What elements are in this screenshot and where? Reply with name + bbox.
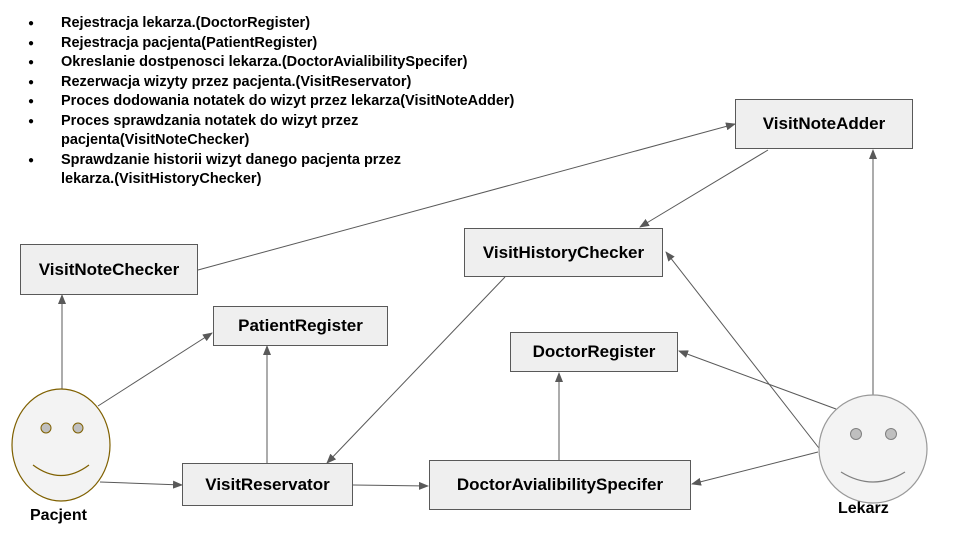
- bullet-item: Rejestracja lekarza.(DoctorRegister): [28, 14, 588, 34]
- bullet-item: Okreslanie dostpenosci lekarza.(DoctorAv…: [28, 53, 588, 73]
- arrow-visitreservator-to-availabilityspecifer: [352, 481, 429, 490]
- visit-history-checker-box: VisitHistoryChecker: [464, 228, 663, 277]
- doctor-smiley-icon: [818, 394, 928, 504]
- patient-register-box: PatientRegister: [213, 306, 388, 346]
- bullet-item: Proces sprawdzania notatek do wizyt prze…: [28, 112, 421, 151]
- bullet-list: Rejestracja lekarza.(DoctorRegister) Rej…: [28, 14, 588, 190]
- doctor-actor-label: Lekarz: [838, 500, 889, 517]
- doctor-register-box: DoctorRegister: [510, 332, 678, 372]
- arrow-patient-to-patientregister: [97, 332, 213, 407]
- visit-note-adder-box: VisitNoteAdder: [735, 99, 913, 149]
- bullet-item: Proces dodowania notatek do wizyt przez …: [28, 92, 588, 112]
- bullet-item: Rejestracja pacjenta(PatientRegister): [28, 34, 588, 54]
- bullet-item: Sprawdzanie historii wizyt danego pacjen…: [28, 151, 421, 190]
- arrow-historychecker-to-visitreservator: [326, 276, 506, 464]
- arrow-doctor-to-doctorregister: [678, 350, 837, 410]
- arrow-patient-to-visitreservator: [99, 480, 183, 489]
- doctor-availability-specifer-box: DoctorAvialibilitySpecifer: [429, 460, 691, 510]
- patient-smiley-icon: [11, 388, 111, 502]
- bullet-item: Rezerwacja wizyty przez pacjenta.(VisitR…: [28, 73, 588, 93]
- patient-actor-label: Pacjent: [30, 507, 87, 524]
- arrow-doctor-to-availabilityspecifer: [691, 451, 819, 486]
- arrow-notechecker-to-noteadder: [197, 122, 736, 271]
- visit-note-checker-box: VisitNoteChecker: [20, 244, 198, 295]
- arrow-noteadder-to-historychecker: [639, 149, 769, 228]
- visit-reservator-box: VisitReservator: [182, 463, 353, 506]
- arrow-doctor-to-historychecker: [665, 251, 823, 453]
